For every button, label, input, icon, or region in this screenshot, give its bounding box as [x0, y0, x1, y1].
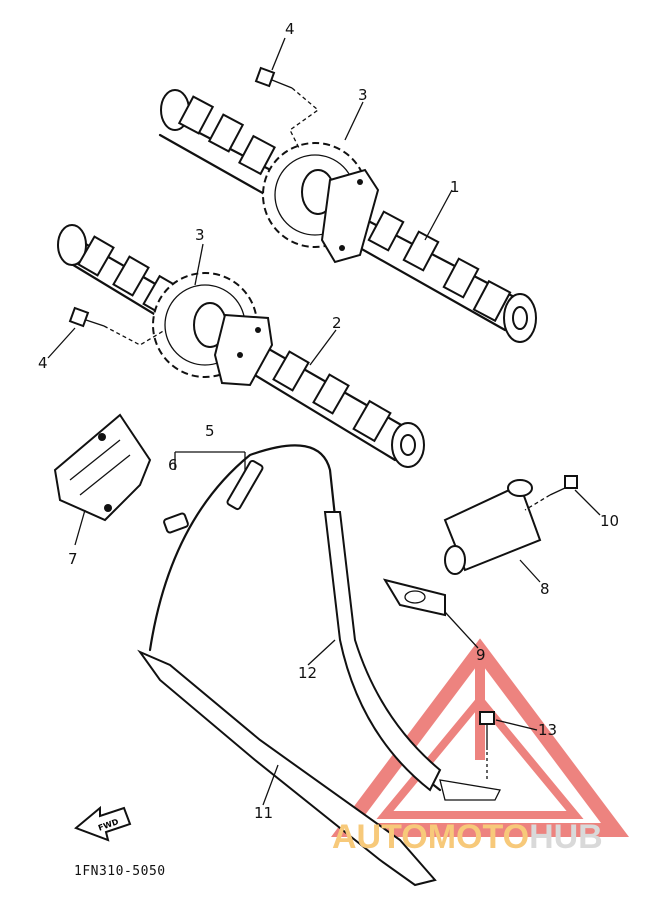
watermark-text-a: AUTOMOTO	[332, 818, 530, 856]
callout-9: 9	[476, 646, 486, 664]
callout-8: 8	[540, 580, 550, 598]
callout-12: 12	[298, 664, 317, 682]
front-direction-arrow: FWD	[74, 805, 132, 842]
watermark-text: AUTOMOTOHUB	[332, 818, 603, 857]
callout-10: 10	[600, 512, 619, 530]
guide-bolt	[479, 711, 495, 780]
chain-joint-parts	[163, 451, 264, 534]
callout-3-lower: 3	[195, 226, 205, 244]
drawing-code: 1FN310-5050	[74, 864, 166, 879]
chain-damper-lower	[137, 649, 501, 887]
watermark-text-b: HUB	[529, 818, 603, 856]
callout-7: 7	[68, 550, 78, 568]
callout-2: 2	[332, 314, 342, 332]
callout-13: 13	[538, 721, 557, 739]
bolt-lower	[68, 306, 166, 346]
leader-lines	[47, 37, 601, 806]
tensioner-bolt	[524, 475, 578, 511]
callout-6: 6	[168, 456, 178, 474]
callout-4-lower: 4	[38, 354, 48, 372]
sprocket-upper	[262, 142, 380, 264]
callout-4-upper: 4	[285, 20, 295, 38]
camshaft-upper	[158, 89, 537, 343]
callout-1: 1	[450, 178, 460, 196]
chain-guide-upper	[53, 413, 152, 522]
chain-tensioner	[443, 479, 542, 575]
callout-3-upper: 3	[358, 86, 368, 104]
sprocket-lower	[152, 272, 274, 387]
chain-guide-rear	[323, 511, 442, 792]
callout-labels: 4 3 1 3 2 4 5 6 7 10 8 9 12 13 11	[38, 20, 619, 822]
callout-11: 11	[254, 804, 273, 822]
bolt-upper	[254, 66, 320, 151]
watermark-logo	[331, 638, 629, 837]
tensioner-gasket	[382, 578, 446, 617]
callout-5: 5	[205, 422, 215, 440]
